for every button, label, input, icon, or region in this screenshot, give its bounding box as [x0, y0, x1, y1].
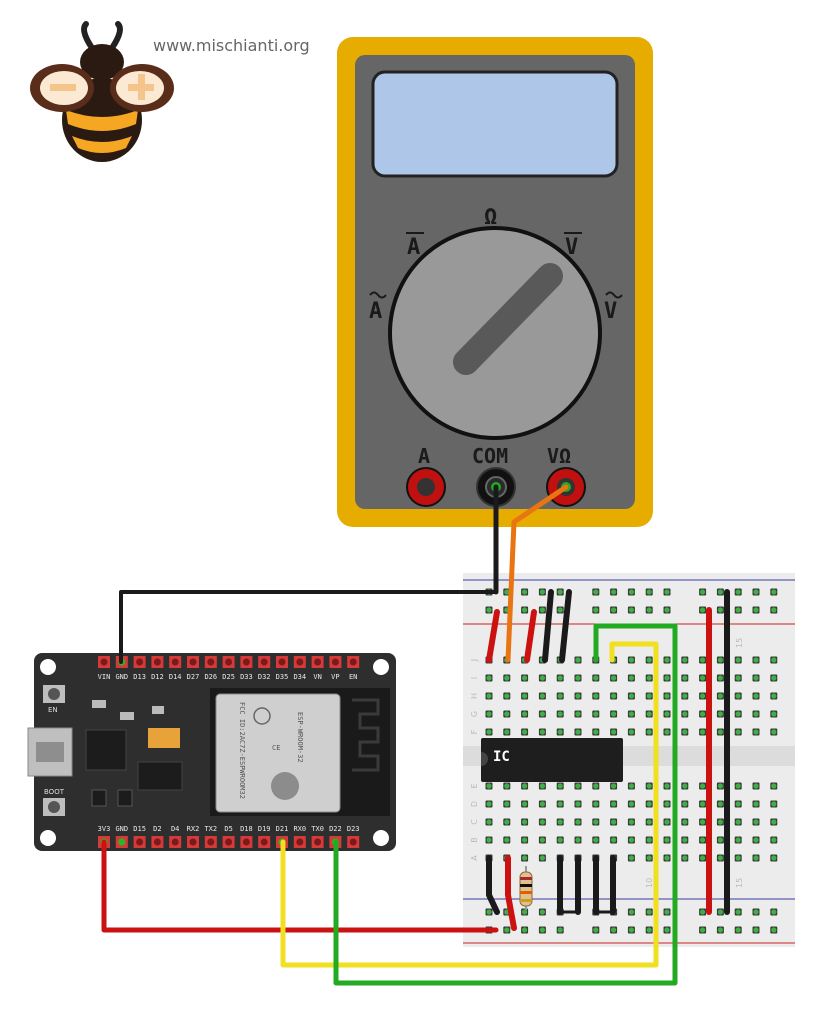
pin-label-en: EN	[349, 673, 357, 681]
minus-icon	[50, 84, 76, 91]
jack-label-com: COM	[472, 444, 508, 468]
multimeter-display	[371, 70, 619, 178]
row-letter-j: J	[470, 659, 479, 662]
pin-label-rx2: RX2	[187, 825, 200, 833]
wire-d21	[280, 641, 659, 968]
pin-label-d25: D25	[222, 673, 235, 681]
pin-label-d14: D14	[169, 673, 182, 681]
esp32-board: EN BOOT ESP-WROOM-32 CE FCC ID:2AC7Z-ESP…	[27, 653, 396, 851]
pin-label-gnd: GND	[115, 673, 128, 681]
pin-label-vin: VIN	[98, 673, 111, 681]
multimeter: Ω A V A V A COM VΩ	[337, 37, 653, 527]
dial-pointer	[453, 263, 563, 375]
usb-uart-chip	[85, 729, 127, 771]
pin-label-d33: D33	[240, 673, 253, 681]
certification-icon	[253, 707, 271, 725]
svg-text:BOOT: BOOT	[44, 788, 65, 796]
capacitor	[148, 728, 180, 748]
svg-text:V: V	[604, 299, 617, 324]
pin-label-vn: VN	[313, 673, 321, 681]
dial-label-ohm: Ω	[484, 205, 497, 230]
jumper-red-3	[505, 855, 517, 931]
pcb-antenna	[352, 698, 380, 772]
bee-logo	[30, 21, 174, 162]
row-letter-h: H	[470, 693, 479, 699]
pin-label-d13: D13	[133, 673, 146, 681]
en-button[interactable]: EN	[43, 685, 65, 714]
column-number-15-top: 15	[735, 638, 744, 648]
jack-amps	[406, 467, 446, 507]
pin-label-vp: VP	[331, 673, 339, 681]
esp-wroom-module: ESP-WROOM-32 CE FCC ID:2AC7Z-ESPWROOM32	[210, 688, 390, 816]
dial-label-ac-volts: V	[604, 291, 623, 324]
column-number-15: 15	[735, 878, 744, 888]
row-letter-i: I	[470, 677, 479, 679]
resistor	[519, 866, 533, 910]
wire-gnd-esp32	[119, 590, 498, 664]
dial-label-dc-amps: A	[406, 232, 424, 260]
pin-label-d12: D12	[151, 673, 164, 681]
row-letter-c: C	[470, 819, 479, 825]
column-number-10: 10	[645, 878, 654, 888]
ic-chip: IC	[481, 738, 623, 782]
svg-text:CE: CE	[272, 744, 280, 752]
row-letter-d: D	[470, 801, 479, 807]
wire-d22	[333, 623, 678, 986]
espressif-logo-icon	[271, 772, 299, 800]
jumper-black-1	[542, 589, 554, 663]
pin-label-d34: D34	[293, 673, 306, 681]
pin-label-d21: D21	[276, 825, 289, 833]
svg-text:A: A	[369, 299, 382, 324]
voltage-regulator	[137, 761, 183, 791]
pin-label-gnd: GND	[115, 825, 128, 833]
pin-label-d27: D27	[187, 673, 200, 681]
dial-label-ac-amps: A	[369, 291, 387, 324]
breadboard-holes	[485, 588, 778, 934]
pin-label-d19: D19	[258, 825, 271, 833]
row-letter-g: G	[470, 711, 479, 717]
jumper-red-1	[486, 609, 500, 663]
boot-button[interactable]: BOOT	[43, 788, 65, 816]
jack-label-volt-ohm: VΩ	[547, 444, 571, 468]
row-letter-b: B	[470, 837, 479, 843]
svg-text:EN: EN	[48, 706, 58, 714]
svg-text:V: V	[565, 235, 578, 260]
jumper-red-2	[524, 609, 537, 663]
pin-label-d4: D4	[171, 825, 179, 833]
pin-label-3v3: 3V3	[98, 825, 111, 833]
row-letter-a: A	[470, 855, 479, 861]
wire-3v3	[101, 839, 499, 933]
pin-label-tx0: TX0	[311, 825, 324, 833]
pin-label-tx2: TX2	[204, 825, 217, 833]
jack-label-amps: A	[418, 444, 430, 468]
pin-label-rx0: RX0	[293, 825, 306, 833]
row-letter-e: E	[470, 783, 479, 788]
pin-label-d2: D2	[153, 825, 161, 833]
pin-label-d22: D22	[329, 825, 342, 833]
dial-label-dc-volts: V	[564, 232, 582, 260]
pin-label-d15: D15	[133, 825, 146, 833]
website-url: www.mischianti.org	[153, 36, 310, 55]
ic-label: IC	[493, 749, 510, 765]
pin-label-d26: D26	[204, 673, 217, 681]
pin-label-d23: D23	[347, 825, 360, 833]
jumper-black-2	[559, 589, 572, 663]
row-letters: J I H G F E D C B A	[470, 659, 479, 861]
pin-label-d5: D5	[224, 825, 232, 833]
svg-text:ESP-WROOM-32: ESP-WROOM-32	[296, 712, 304, 763]
pin-label-d35: D35	[276, 673, 289, 681]
jumper-black-3	[486, 855, 500, 915]
esp32-pin-headers: VIN GND D13 D12 D14 D27 D26 D25 D33 D32 D35 D34 VN VP…	[98, 656, 360, 848]
wire-volt-ohm-probe	[505, 484, 569, 663]
pin-label-d18: D18	[240, 825, 253, 833]
wires	[101, 484, 730, 986]
row-letter-f: F	[470, 729, 479, 734]
svg-text:FCC ID:2AC7Z-ESPWROOM32: FCC ID:2AC7Z-ESPWROOM32	[238, 702, 246, 799]
svg-text:A: A	[407, 235, 420, 260]
pin-label-d32: D32	[258, 673, 271, 681]
